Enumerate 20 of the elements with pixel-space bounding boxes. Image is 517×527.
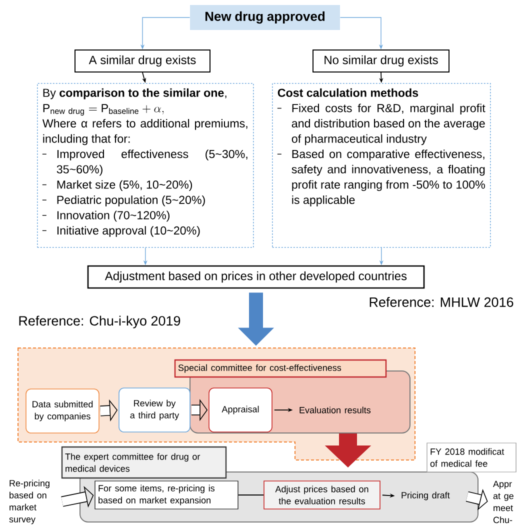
reference-note: Reference: MHLW 2016 [370,297,514,307]
node-label: The expert committee for drug or medical devices [65,453,200,472]
process-box: For some items, re-pricing is based on market expansion [94,480,238,510]
reference-note: Reference: Chu-i-kyo 2019 [19,316,180,328]
process-box: Appraisal [208,388,272,432]
input-text: Re-pricing based on market survey [9,480,50,524]
process-box: Adjustment based on prices in other developed countries [87,265,425,289]
result-text: Pricing draft [402,492,450,500]
method-box: By comparison to the similar one, $\mathrm{P}_{\mathrm{new\ drug}} = \mathrm{P}_{\mathrm{baseline}} + \alpha,$ Where α refers to additional premiums, including that for: Improved effectiveness (5~30%, 35~60%) Market size (5%, 10~20%) Pediatric population (5~20%) Innovation (70~120%) Initiative approval (10~20%) [37,83,254,248]
title-box: New drug approved [190,5,340,30]
process-box: A similar drug exists [74,50,210,72]
method-box: Cost calculation methods Fixed costs for R&D, marginal profit and distribution based on the average of pharmaceutical industry Based on comparative effectiveness, safety and innovativeness, a floating profit rate ranging from -50% to 100% is applicable [272,83,491,248]
output-text: Appr at ge meet Chu- [493,480,514,524]
process-box: Data submitted by companies [26,388,100,434]
process-box: Review by a third party [118,388,190,432]
connector-line [238,494,264,496]
process-box: Adjust prices based on the evaluation results [264,480,380,510]
note-box: FY 2018 modificat of medical fee [426,442,516,472]
process-box: No similar drug exists [312,50,450,72]
result-text: Evaluation results [300,406,371,414]
